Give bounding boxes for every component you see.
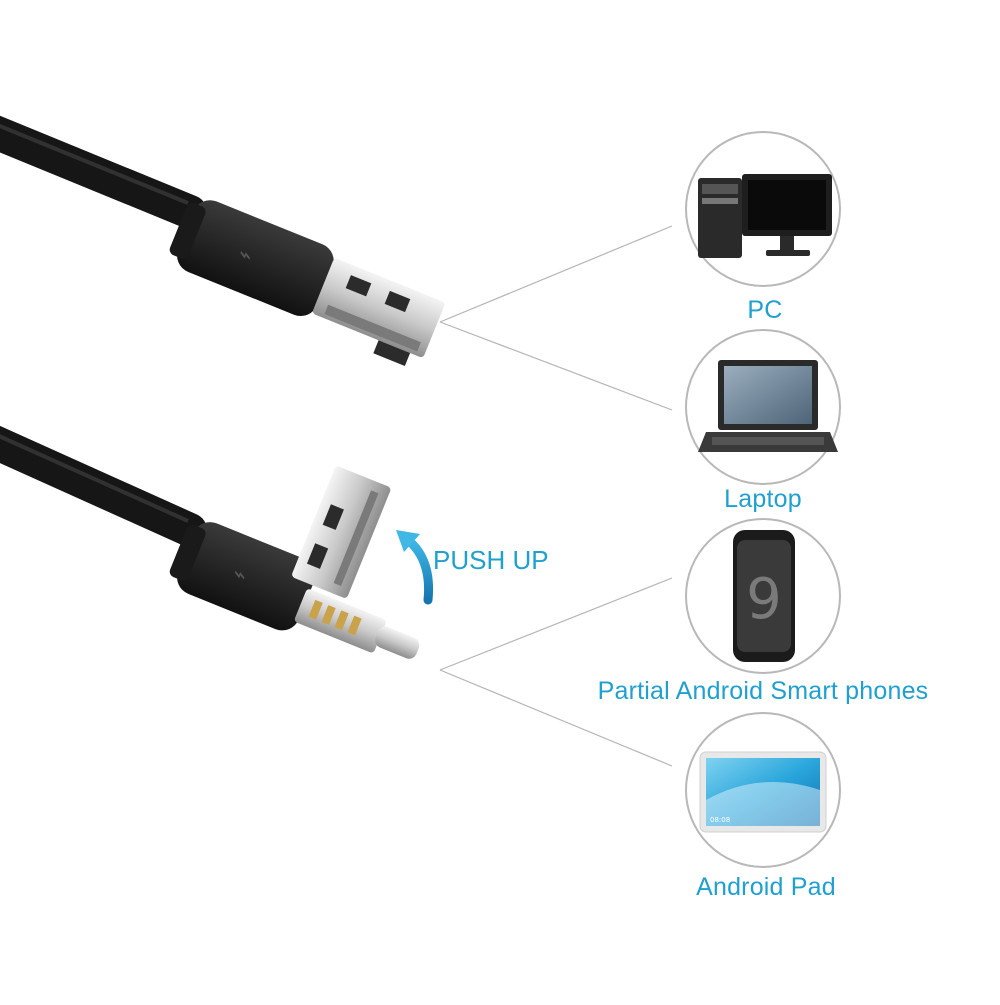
tablet-device-circle: 08:08 [685, 712, 841, 868]
curved-up-arrow-icon [396, 530, 434, 605]
push-up-label: PUSH UP [433, 545, 549, 575]
smartphone-device-circle: 9 [685, 518, 841, 674]
pc-device-circle [685, 131, 841, 287]
tablet-icon: 08:08 [699, 751, 827, 833]
smartphone-label: Partial Android Smart phones [597, 677, 929, 705]
laptop-icon [698, 360, 838, 452]
desktop-pc-icon [698, 174, 832, 258]
laptop-device-circle [685, 329, 841, 485]
smartphone-icon: 9 [733, 530, 795, 662]
usb-cable-top: ⌁ [0, 115, 445, 366]
laptop-label: Laptop [724, 485, 802, 513]
connector-lines [439, 225, 673, 767]
pc-label: PC [747, 296, 783, 324]
svg-text:08:08: 08:08 [710, 816, 730, 824]
svg-text:9: 9 [746, 567, 782, 632]
tablet-label: Android Pad [696, 873, 836, 901]
usb-cable-bottom: ⌁ [0, 425, 420, 659]
